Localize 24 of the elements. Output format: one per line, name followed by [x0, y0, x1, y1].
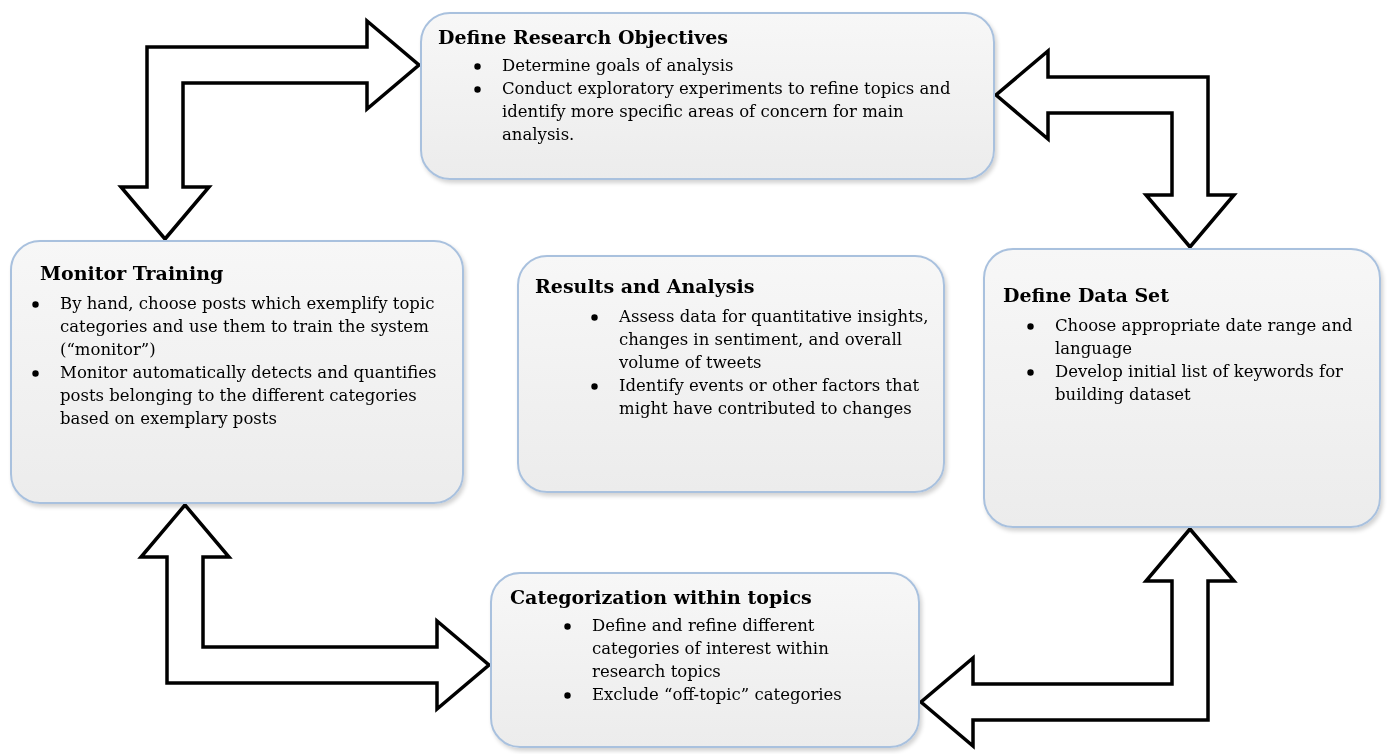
- box-heading: Monitor Training: [40, 262, 224, 284]
- bullet-text: Develop initial list of keywords for building dataset: [1055, 362, 1343, 404]
- process-box: [517, 255, 945, 493]
- bullet-text: Determine goals of analysis: [502, 56, 734, 75]
- bullet-text: Choose appropriate date range and language: [1055, 316, 1353, 358]
- box-heading: Results and Analysis: [535, 275, 755, 297]
- box-heading: Categorization within topics: [510, 586, 812, 608]
- process-box: [983, 248, 1381, 528]
- process-box: [420, 12, 995, 180]
- process-box: [490, 572, 920, 748]
- block-arrow: [918, 526, 1238, 750]
- bullet-text: By hand, choose posts which exemplify topic categories and use them to train the system (“monitor”): [60, 294, 435, 359]
- bullet-text: Conduct exploratory experiments to refine topics and identify more specific areas of concern for main analysis.: [502, 79, 951, 144]
- block-arrow: [137, 502, 492, 713]
- bullet-text: Monitor automatically detects and quantifies posts belonging to the different categories based on exemplary posts: [60, 363, 437, 428]
- bullet-text: Identify events or other factors that might have contributed to changes: [619, 376, 920, 418]
- bullet-text: Exclude “off-topic” categories: [592, 685, 842, 704]
- bullet-text: Assess data for quantitative insights, changes in sentiment, and overall volume of tweets: [619, 307, 929, 372]
- bullet-text: Define and refine different categories of interest within research topics: [592, 616, 829, 681]
- box-heading: Define Research Objectives: [438, 26, 729, 48]
- box-heading: Define Data Set: [1003, 284, 1169, 306]
- block-arrow: [117, 17, 422, 242]
- block-arrow: [993, 47, 1238, 250]
- process-box: [10, 240, 464, 504]
